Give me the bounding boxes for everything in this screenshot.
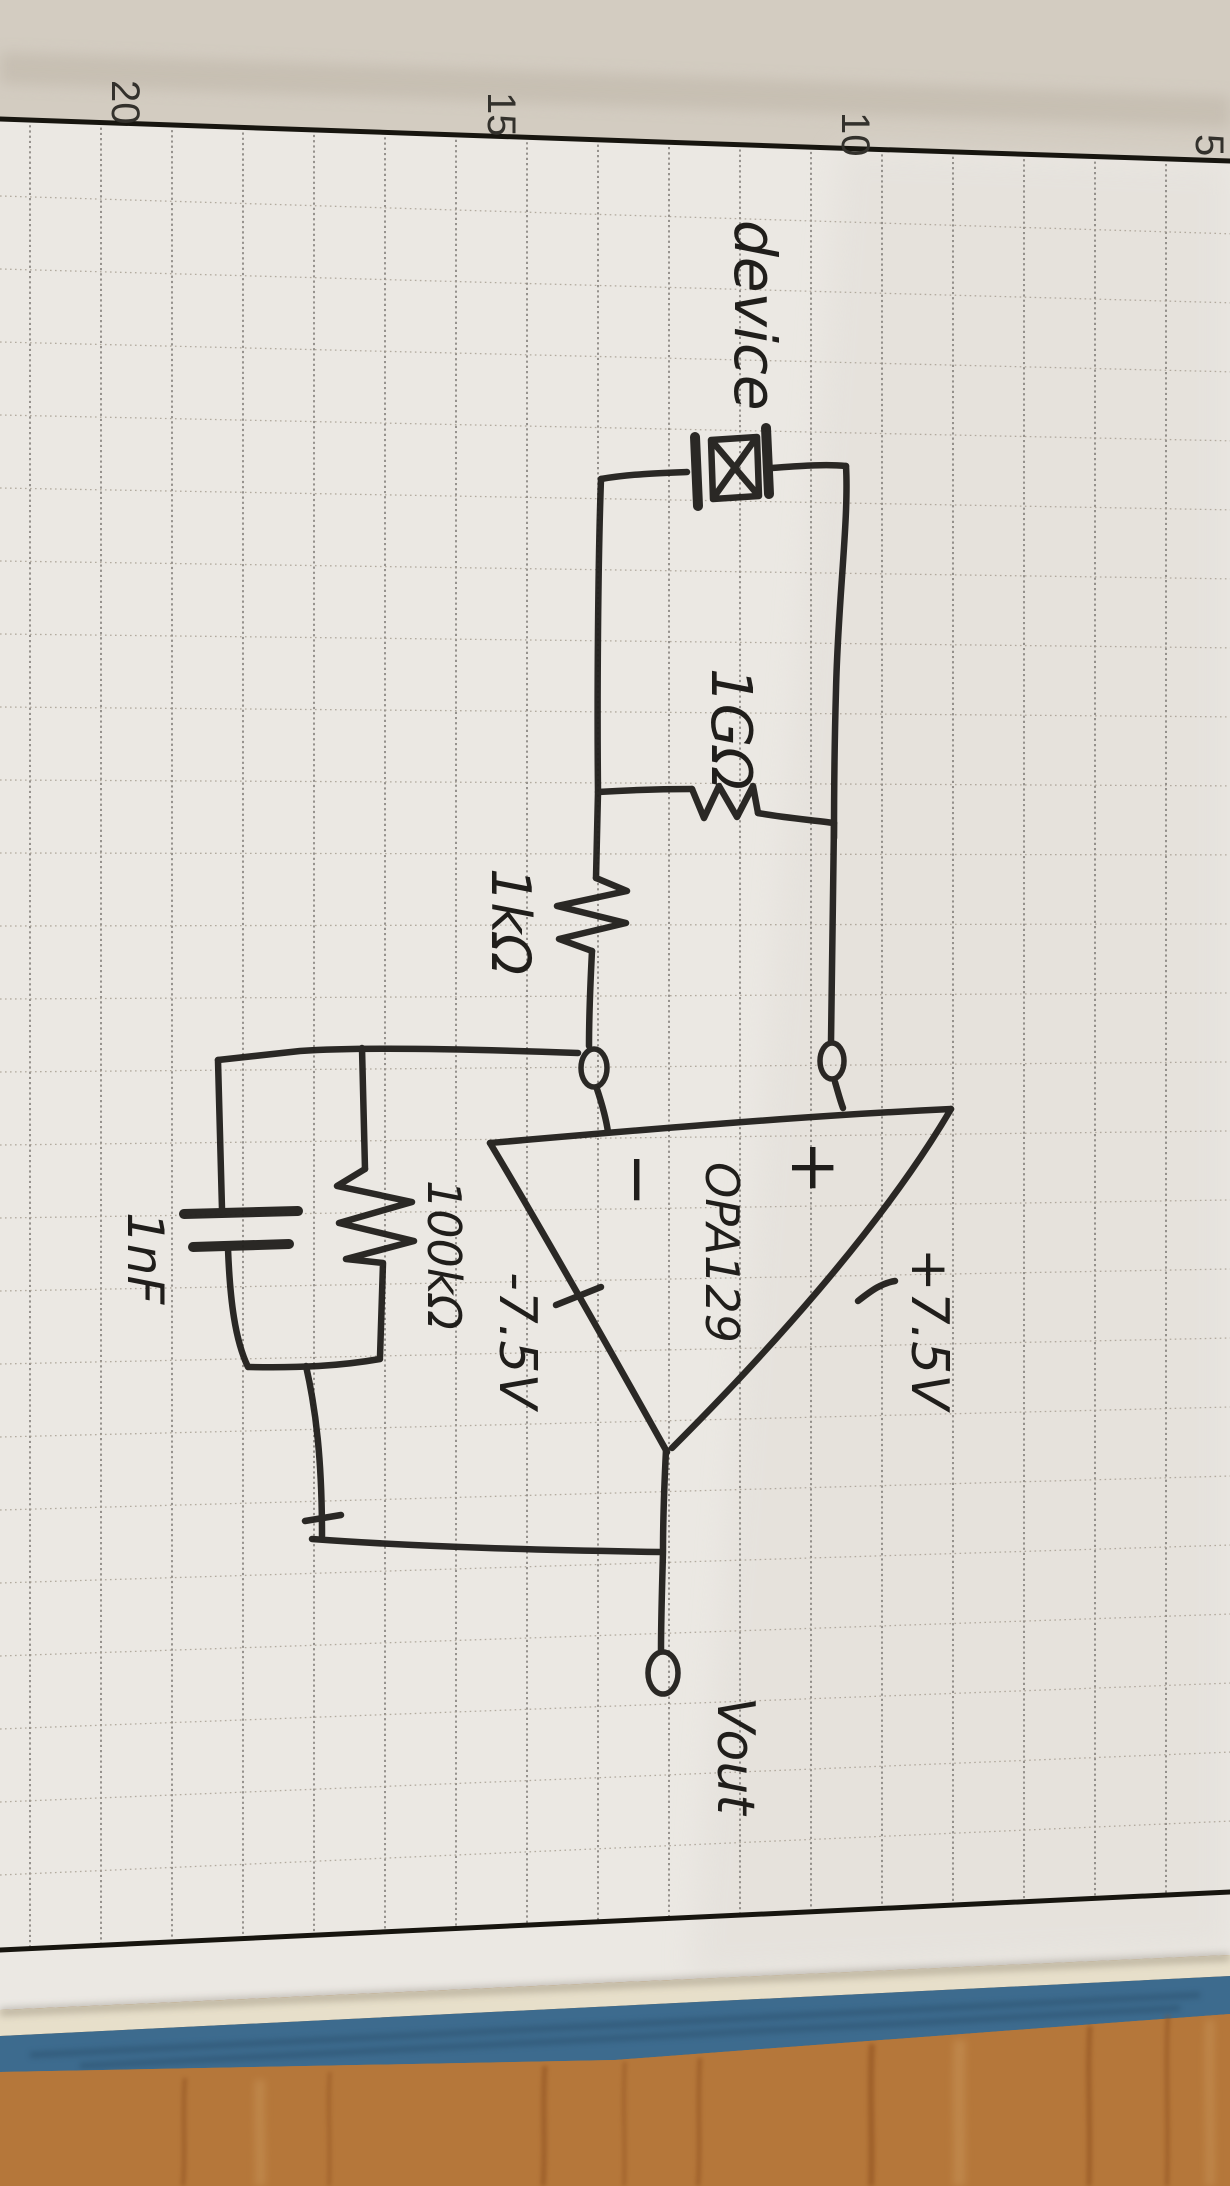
page-bottom-shadow xyxy=(0,1953,1230,2016)
grid-line-horizontal xyxy=(0,1820,1230,1876)
device-left-wire xyxy=(597,468,691,483)
grid-line-horizontal xyxy=(0,1751,1230,1803)
resistor-1k-zigzag xyxy=(553,874,631,955)
grid-line-horizontal xyxy=(0,1406,1230,1438)
grid-line-horizontal xyxy=(0,560,1230,580)
resistor-1g-zigzag xyxy=(688,782,762,822)
vout-label: Vout xyxy=(705,1697,765,1816)
grid-line-horizontal xyxy=(0,1268,1230,1292)
resistor-100k-zigzag xyxy=(333,1165,418,1361)
device-symbol xyxy=(597,423,850,511)
positive-supply-label: +7.5V xyxy=(899,1248,959,1413)
resistor-1k-label: 1kΩ xyxy=(479,868,542,975)
noninverting-plus-sign: + xyxy=(776,1140,853,1195)
wood-grain-highlights xyxy=(254,2019,1215,2186)
feedback-top-wire xyxy=(214,1045,582,1064)
opamp-input-edge xyxy=(486,1105,955,1147)
resistor-1g-label: 1GΩ xyxy=(698,668,763,790)
device-box-x xyxy=(708,434,762,501)
top-border-line xyxy=(0,116,1230,164)
output-return-wire xyxy=(308,1535,664,1556)
circuit-ink xyxy=(179,423,955,1697)
grid-line-horizontal xyxy=(0,487,1230,511)
capacitor-drop-wire xyxy=(214,1056,226,1213)
feedback-return-drop xyxy=(302,1362,326,1540)
negative-supply-label: -7.5V xyxy=(487,1272,547,1412)
junction-cross-tick xyxy=(301,1511,345,1525)
desk-wood xyxy=(0,2014,1230,2186)
grid-line-horizontal xyxy=(0,633,1230,649)
right-rail-lower xyxy=(827,819,838,1046)
positive-supply-pin-tick xyxy=(854,1277,899,1305)
handwritten-labels: device 1GΩ 1kΩ 100kΩ 1nF OPA129 + − +7.5… xyxy=(116,220,959,1816)
top-margin-shadow xyxy=(0,52,1230,128)
device-right-wire xyxy=(767,461,850,472)
ruler-marks: 20 15 10 5 xyxy=(103,80,1230,157)
right-rail-upper xyxy=(830,462,850,842)
capacitor-plate-top xyxy=(179,1206,303,1219)
opamp-triangle xyxy=(486,1105,955,1456)
negative-supply-pin-tick xyxy=(552,1283,605,1309)
device-label: device xyxy=(721,220,789,411)
grid-line-horizontal xyxy=(0,1130,1230,1146)
device-left-plate xyxy=(690,432,703,511)
ruler-mark-5: 5 xyxy=(1187,134,1230,156)
resistor-1g-left-wire xyxy=(594,785,696,796)
left-rail xyxy=(592,475,605,882)
grid-line-horizontal xyxy=(0,779,1230,787)
wood-grain-streaks xyxy=(181,2015,1170,2186)
grid-line-horizontal xyxy=(0,706,1230,718)
inverting-node-circle xyxy=(578,1046,610,1090)
inverting-node-stub xyxy=(593,1085,612,1136)
output-wire xyxy=(657,1446,670,1654)
grid-line-horizontal xyxy=(0,341,1230,373)
opamp-part-label: OPA129 xyxy=(695,1162,749,1343)
capacitor-plate-bottom xyxy=(188,1239,294,1252)
grid-line-horizontal xyxy=(0,268,1230,304)
cover-blue-texture xyxy=(29,1992,1201,2069)
grid-line-horizontal xyxy=(0,852,1230,856)
grid-line-horizontal xyxy=(0,1337,1230,1365)
output-branch xyxy=(645,1446,681,1697)
noninverting-node-circle xyxy=(817,1040,847,1082)
printed-page-rules xyxy=(0,116,1230,1953)
noninverting-node-stub xyxy=(831,1078,847,1112)
grid-line-horizontal xyxy=(0,414,1230,442)
grid-line-horizontal xyxy=(0,992,1230,1000)
opamp-upper-edge xyxy=(668,1105,955,1452)
grid-line-horizontal xyxy=(0,1613,1230,1657)
grid-line-horizontal xyxy=(0,1544,1230,1584)
resistor-1g-right-wire xyxy=(754,809,838,827)
inverting-minus-sign: − xyxy=(600,1152,677,1207)
feedback-network xyxy=(179,1044,664,1556)
feedback-bottom-wire xyxy=(245,1355,384,1371)
resistor-1g xyxy=(594,782,838,827)
graph-grid xyxy=(0,120,1230,1949)
resistor-1k-down-wire xyxy=(585,947,596,1050)
grid-line-horizontal xyxy=(0,1061,1230,1073)
resistor-100k-drop-wire xyxy=(358,1044,369,1173)
grid-line-horizontal xyxy=(0,195,1230,235)
grid-line-horizontal xyxy=(0,1682,1230,1730)
bottom-border-line xyxy=(0,1889,1230,1953)
grid-line-horizontal xyxy=(0,1475,1230,1511)
ruler-mark-10: 10 xyxy=(833,112,877,157)
page-edge-cream xyxy=(0,1955,1230,2036)
ruler-mark-15: 15 xyxy=(479,92,523,137)
ruler-mark-20: 20 xyxy=(103,80,147,125)
resistor-100k-label: 100kΩ xyxy=(417,1180,471,1330)
resistor-1k xyxy=(553,874,631,1050)
capacitor-bottom-wire xyxy=(224,1245,252,1371)
device-right-plate xyxy=(761,423,774,499)
output-terminal-circle xyxy=(645,1649,681,1697)
capacitor-1nf-label: 1nF xyxy=(116,1212,174,1306)
